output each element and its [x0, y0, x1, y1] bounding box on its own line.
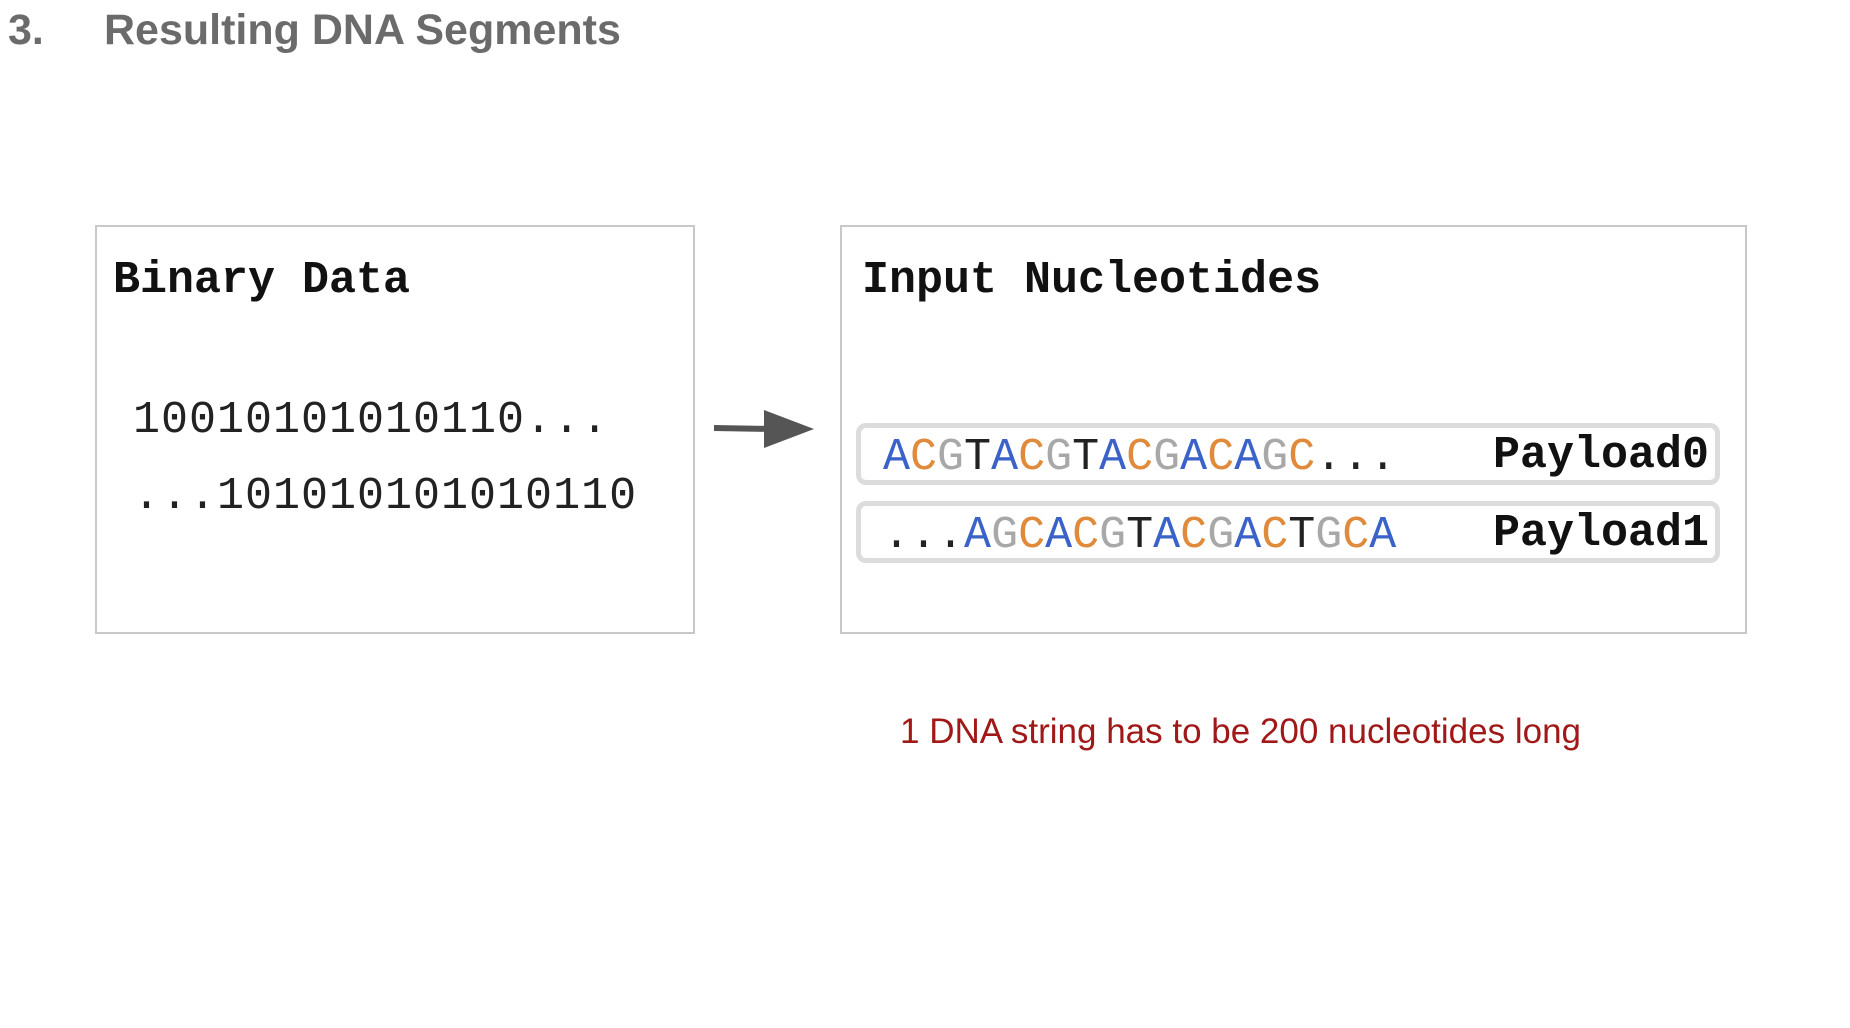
nucleotide-C: C	[1072, 510, 1100, 561]
nucleotide-C: C	[1342, 510, 1370, 561]
nucleotide-G: G	[937, 432, 965, 483]
payload-row-0: ACGTACGTACGACAGC... Payload0	[856, 423, 1720, 485]
nucleotide-A: A	[1234, 432, 1262, 483]
nucleotide-G: G	[1153, 432, 1181, 483]
binary-data-box: Binary Data 10010101010110... ...1010101…	[95, 225, 695, 634]
nucleotide-G: G	[1045, 432, 1073, 483]
nucleotide-T: T	[1126, 510, 1154, 561]
nucleotide-A: A	[883, 432, 911, 483]
nucleotide-C: C	[1126, 432, 1154, 483]
length-note: 1 DNA string has to be 200 nucleotides l…	[900, 712, 1581, 751]
nucleotide-C: C	[910, 432, 938, 483]
nucleotide-C: C	[1018, 432, 1046, 483]
binary-line-1: 10010101010110...	[133, 395, 610, 446]
nucleotide-C: C	[1207, 432, 1235, 483]
nucleotide-T: T	[1072, 432, 1100, 483]
nucleotide-C: C	[1180, 510, 1208, 561]
input-nucleotides-title: Input Nucleotides	[862, 255, 1322, 306]
right-arrow-icon	[714, 410, 814, 448]
payload-sequence-0: ACGTACGTACGACAGC...	[883, 432, 1396, 483]
sequence-dot: .	[1315, 432, 1343, 483]
nucleotide-T: T	[964, 432, 992, 483]
nucleotide-C: C	[1018, 510, 1046, 561]
nucleotide-C: C	[1261, 510, 1289, 561]
nucleotide-G: G	[1099, 510, 1127, 561]
nucleotide-G: G	[1207, 510, 1235, 561]
section-number: 3.	[8, 6, 44, 54]
input-nucleotides-box: Input Nucleotides ACGTACGTACGACAGC... Pa…	[840, 225, 1747, 634]
sequence-dot: .	[910, 510, 938, 561]
payload-sequence-1: ...AGCACGTACGACTGCA	[883, 510, 1396, 561]
page-title: Resulting DNA Segments	[104, 6, 621, 54]
nucleotide-A: A	[1045, 510, 1073, 561]
payload-label-1: Payload1	[1492, 508, 1709, 559]
sequence-dot: .	[883, 510, 911, 561]
nucleotide-T: T	[1288, 510, 1316, 561]
sequence-dot: .	[1369, 432, 1397, 483]
nucleotide-A: A	[1099, 432, 1127, 483]
binary-line-2: ...101010101010110	[133, 471, 638, 522]
sequence-dot: .	[1342, 432, 1370, 483]
nucleotide-G: G	[1315, 510, 1343, 561]
nucleotide-A: A	[1234, 510, 1262, 561]
nucleotide-A: A	[1153, 510, 1181, 561]
binary-data-title: Binary Data	[113, 255, 411, 306]
nucleotide-A: A	[1180, 432, 1208, 483]
nucleotide-A: A	[1369, 510, 1397, 561]
nucleotide-G: G	[991, 510, 1019, 561]
payload-label-0: Payload0	[1492, 430, 1709, 481]
nucleotide-G: G	[1261, 432, 1289, 483]
sequence-dot: .	[937, 510, 965, 561]
nucleotide-A: A	[991, 432, 1019, 483]
nucleotide-C: C	[1288, 432, 1316, 483]
page-heading: 3. Resulting DNA Segments	[8, 6, 621, 55]
nucleotide-A: A	[964, 510, 992, 561]
payload-row-1: ...AGCACGTACGACTGCA Payload1	[856, 501, 1720, 563]
